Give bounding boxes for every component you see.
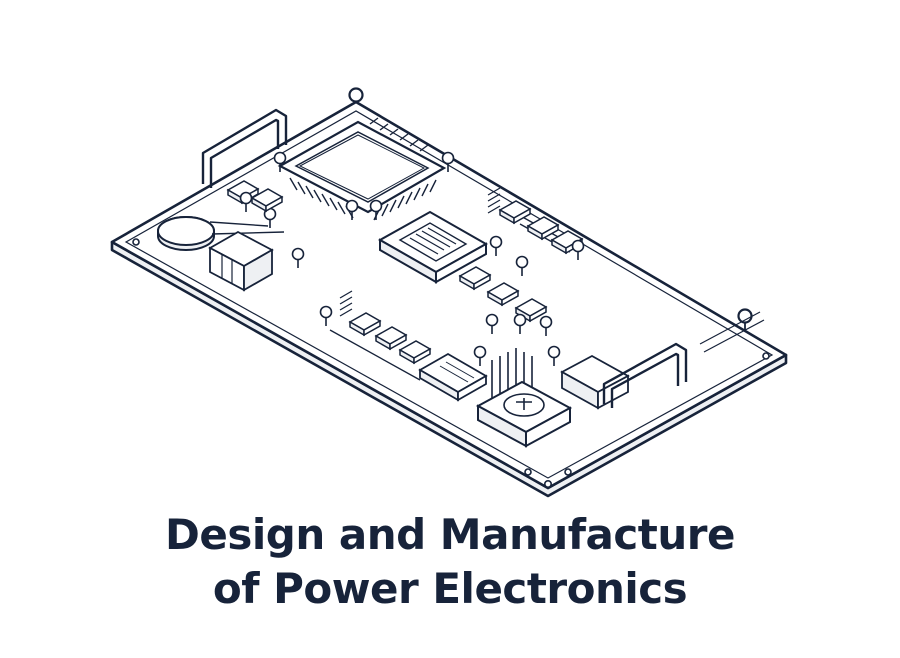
relay-block (208, 230, 274, 292)
lower-ic (418, 352, 488, 402)
handle-left (201, 108, 288, 188)
pin-header (699, 311, 765, 353)
caption-line-1: Design and Manufacture (165, 510, 735, 559)
resistor-array-left (329, 290, 421, 381)
pcb-illustration (110, 87, 788, 498)
caption-line-2: of Power Electronics (212, 564, 688, 613)
capacitor-disc (157, 216, 285, 251)
handle-right (602, 342, 688, 408)
caption: Design and Manufacture of Power Electron… (0, 508, 900, 616)
mounting-holes (132, 238, 770, 488)
power-module (377, 210, 489, 284)
processor-chip (277, 117, 447, 221)
heatsink-module (475, 348, 573, 448)
